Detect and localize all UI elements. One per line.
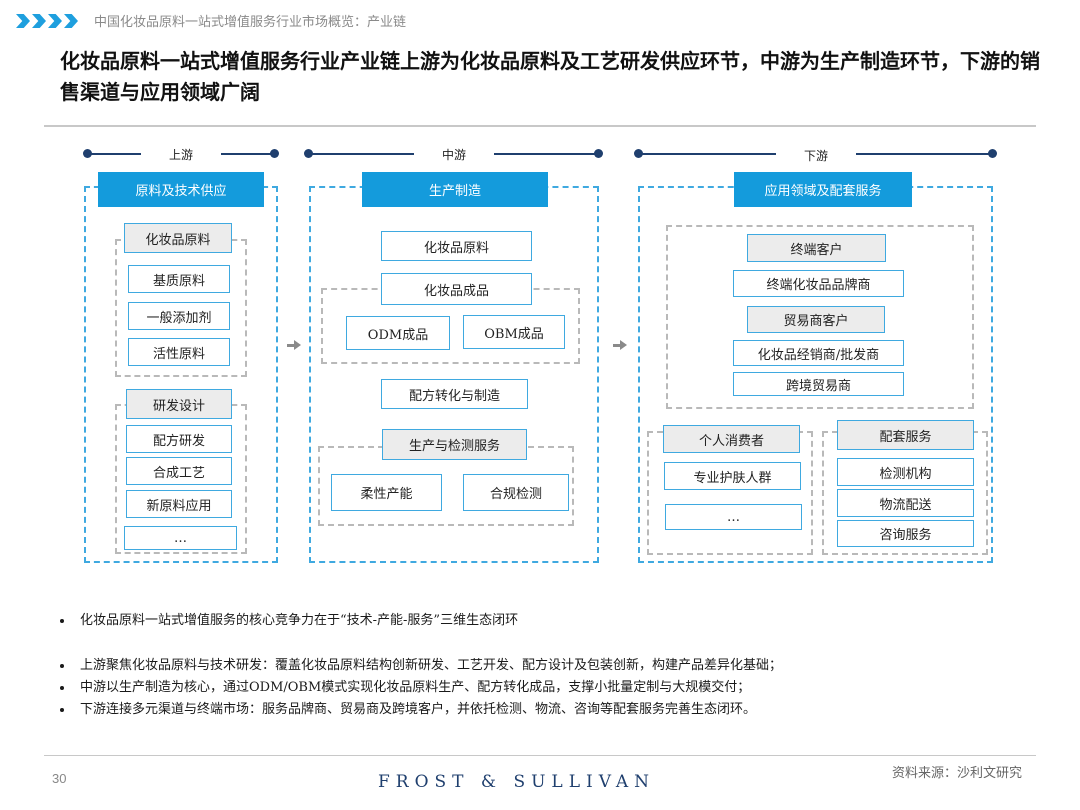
summary-bullets: 上游聚焦化妆品原料与技术研发：覆盖化妆品原料结构创新研发、工艺开发、配方设计及包… <box>58 655 782 721</box>
stage-upstream-label: 上游 <box>141 146 221 163</box>
bullet-item: 中游以生产制造为核心，通过ODM/OBM模式实现化妆品原料生产、配方转化成品，支… <box>58 677 782 699</box>
compliance-testing: 合规检测 <box>463 474 569 511</box>
title-divider <box>44 125 1036 127</box>
support-item: 咨询服务 <box>837 520 974 547</box>
raw-material-item: 一般添加剂 <box>128 302 230 330</box>
rd-item: 合成工艺 <box>126 457 232 485</box>
stage-downstream-label: 下游 <box>776 147 856 164</box>
rd-title: 研发设计 <box>126 389 232 419</box>
summary-lead: 化妆品原料一站式增值服务的核心竞争力在于“技术-产能-服务”三维生态闭环 <box>58 610 518 632</box>
support-item: 检测机构 <box>837 458 974 486</box>
rd-item: 配方研发 <box>126 425 232 453</box>
bullet-item: 下游连接多元渠道与终端市场：服务品牌商、贸易商及跨境客户，并依托检测、物流、咨询… <box>58 699 782 721</box>
support-item: 物流配送 <box>837 489 974 517</box>
consumer-item: … <box>665 504 802 530</box>
bullet-text: 中游以生产制造为核心，通过ODM/OBM模式实现化妆品原料生产、配方转化成品，支… <box>80 680 751 695</box>
rd-item: 新原料应用 <box>126 490 232 518</box>
formula-conversion: 配方转化与制造 <box>381 379 528 409</box>
stage-dot <box>988 149 997 158</box>
customer-item: 化妆品经销商/批发商 <box>733 340 904 366</box>
stage-dot <box>594 149 603 158</box>
stage-dot <box>634 149 643 158</box>
header-chevron-icon <box>16 14 30 28</box>
header-chevron-icon <box>64 14 78 28</box>
customers-group <box>666 225 974 409</box>
support-title: 配套服务 <box>837 420 974 450</box>
bullet-text: 下游连接多元渠道与终端市场：服务品牌商、贸易商及跨境客户，并依托检测、物流、咨询… <box>80 702 757 717</box>
testing-service-title: 生产与检测服务 <box>382 429 527 460</box>
rd-item: … <box>124 526 237 550</box>
bullet-text: 上游聚焦化妆品原料与技术研发：覆盖化妆品原料结构创新研发、工艺开发、配方设计及包… <box>80 658 783 673</box>
raw-material-item: 活性原料 <box>128 338 230 366</box>
page-number: 30 <box>52 771 67 786</box>
stage-midstream-label: 中游 <box>414 146 494 163</box>
consumer-item: 专业护肤人群 <box>664 462 801 490</box>
page-title: 化妆品原料一站式增值服务行业产业链上游为化妆品原料及工艺研发供应环节，中游为生产… <box>60 49 1040 104</box>
bullet-item: 化妆品原料一站式增值服务的核心竞争力在于“技术-产能-服务”三维生态闭环 <box>58 610 518 632</box>
obm-product: OBM成品 <box>463 315 565 349</box>
raw-material-title: 化妆品原料 <box>124 223 232 253</box>
bullet-item: 上游聚焦化妆品原料与技术研发：覆盖化妆品原料结构创新研发、工艺开发、配方设计及包… <box>58 655 782 677</box>
stage-dot <box>270 149 279 158</box>
header-chevron-icon <box>32 14 46 28</box>
header-chevron-icon <box>48 14 62 28</box>
stage-dot <box>304 149 313 158</box>
raw-material-item: 基质原料 <box>128 265 230 293</box>
mid-raw-material: 化妆品原料 <box>381 231 532 261</box>
flow-arrow-icon <box>287 340 301 350</box>
stage-dot <box>83 149 92 158</box>
upstream-header: 原料及技术供应 <box>98 172 264 207</box>
customers-title: 终端客户 <box>747 234 886 262</box>
brand-logo: FROST & SULLIVAN <box>378 772 655 792</box>
customer-item: 贸易商客户 <box>747 306 885 333</box>
customer-item: 跨境贸易商 <box>733 372 904 396</box>
flow-arrow-icon <box>613 340 627 350</box>
footer-divider <box>44 755 1036 756</box>
customer-item: 终端化妆品品牌商 <box>733 270 904 297</box>
finished-goods-title: 化妆品成品 <box>381 273 532 305</box>
odm-product: ODM成品 <box>346 316 450 350</box>
bullet-text: 化妆品原料一站式增值服务的核心竞争力在于“技术-产能-服务”三维生态闭环 <box>80 613 519 628</box>
source-note: 资料来源：沙利文研究 <box>892 766 1023 781</box>
flexible-capacity: 柔性产能 <box>331 474 442 511</box>
consumers-title: 个人消费者 <box>663 425 800 453</box>
downstream-header: 应用领域及配套服务 <box>734 172 912 207</box>
breadcrumb: 中国化妆品原料一站式增值服务行业市场概览：产业链 <box>94 15 407 30</box>
midstream-header: 生产制造 <box>362 172 548 207</box>
